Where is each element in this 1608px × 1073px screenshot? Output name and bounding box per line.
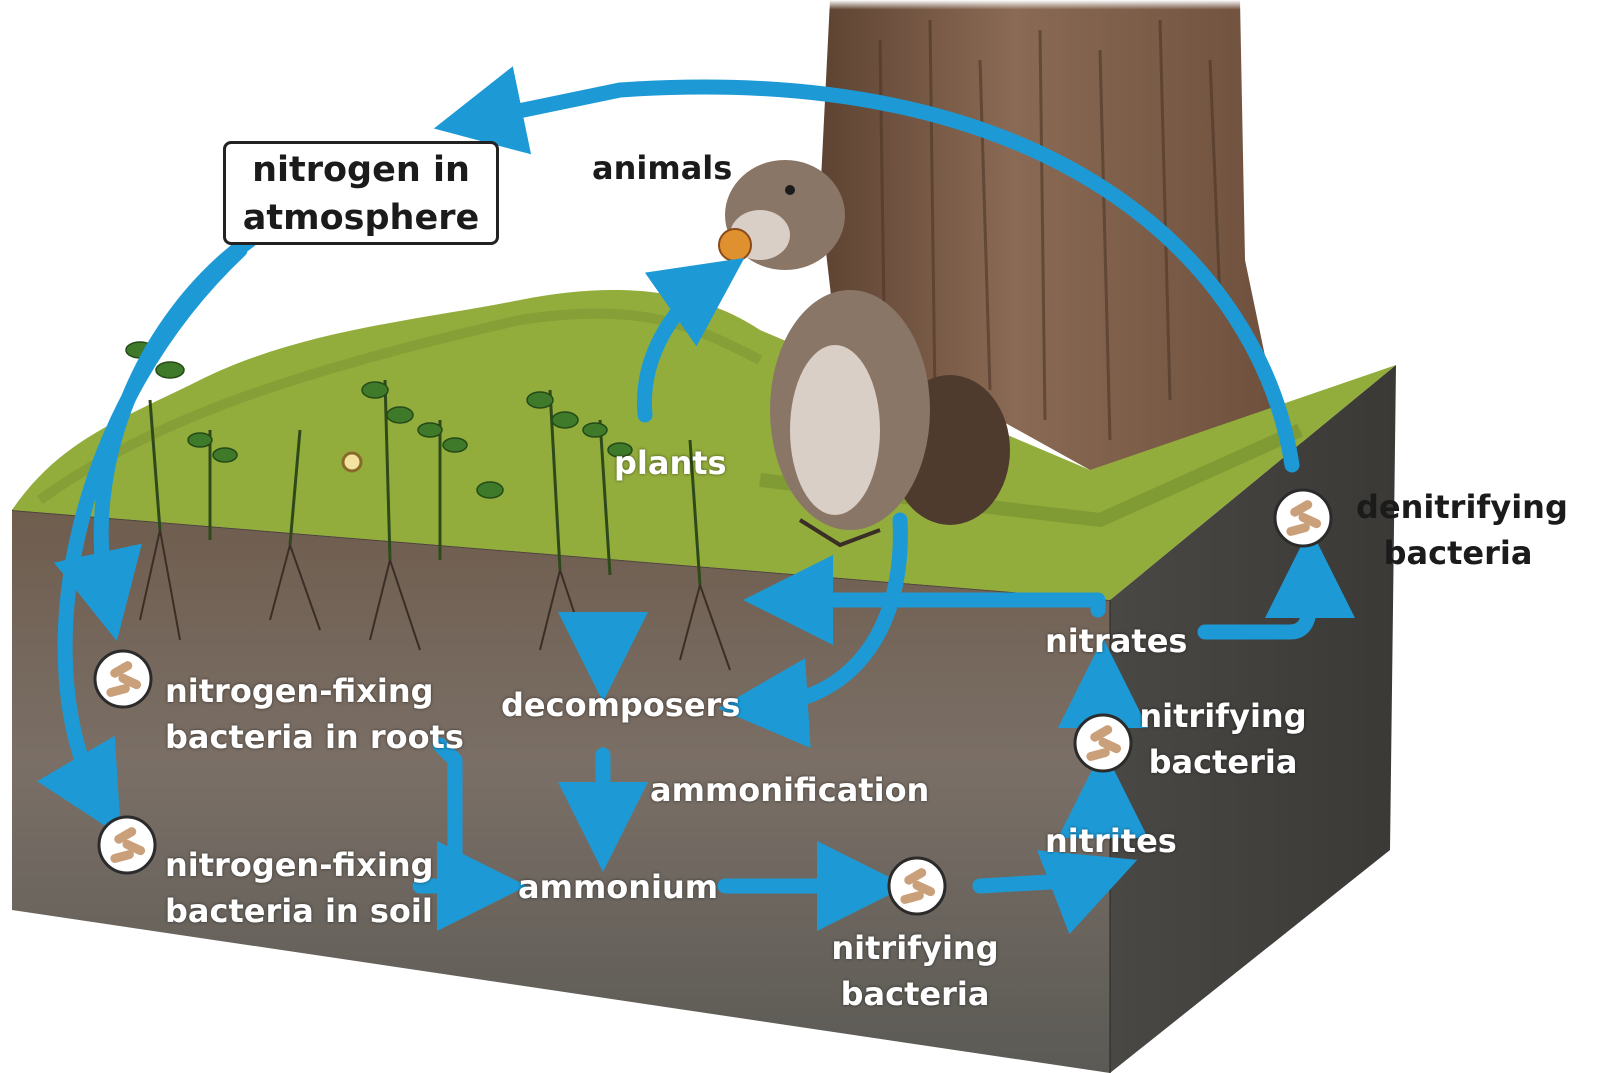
label-denitrifying-line1: denitrifying [1356, 484, 1560, 530]
atmosphere-title-box: nitrogen in atmosphere [223, 141, 499, 245]
bacteria-nitrifying-right-icon [1072, 712, 1134, 774]
label-nitrates: nitrates [1045, 618, 1187, 664]
atmosphere-title-line2: atmosphere [226, 194, 496, 242]
label-nitrifying-right: nitrifying bacteria [1138, 693, 1308, 785]
label-nitrifying-bottom-line2: bacteria [830, 971, 1000, 1017]
bacteria-denitrifying-icon [1272, 487, 1334, 549]
bacteria-nitrifying-bottom-icon [886, 855, 948, 917]
label-nitrifying-bottom-line1: nitrifying [830, 925, 1000, 971]
label-fixing-roots-line2: bacteria in roots [165, 714, 464, 760]
label-plants: plants [614, 440, 727, 486]
bacteria-soil-icon [96, 814, 158, 876]
label-fixing-soil: nitrogen-fixing bacteria in soil [165, 842, 434, 934]
label-fixing-roots: nitrogen-fixing bacteria in roots [165, 668, 464, 760]
label-decomposers: decomposers [501, 682, 740, 728]
label-fixing-soil-line2: bacteria in soil [165, 888, 434, 934]
label-fixing-soil-line1: nitrogen-fixing [165, 842, 434, 888]
label-animals: animals [592, 145, 732, 191]
label-ammonium: ammonium [518, 864, 718, 910]
bacteria-roots-icon [92, 648, 154, 710]
label-nitrifying-right-line1: nitrifying [1138, 693, 1308, 739]
label-nitrites: nitrites [1045, 818, 1177, 864]
label-denitrifying-line2: bacteria [1356, 530, 1560, 576]
atmosphere-title-line1: nitrogen in [226, 146, 496, 194]
label-denitrifying: denitrifying bacteria [1356, 484, 1560, 576]
label-nitrifying-bottom: nitrifying bacteria [830, 925, 1000, 1017]
label-ammonification: ammonification [650, 767, 929, 813]
label-nitrifying-right-line2: bacteria [1138, 739, 1308, 785]
label-fixing-roots-line1: nitrogen-fixing [165, 668, 464, 714]
